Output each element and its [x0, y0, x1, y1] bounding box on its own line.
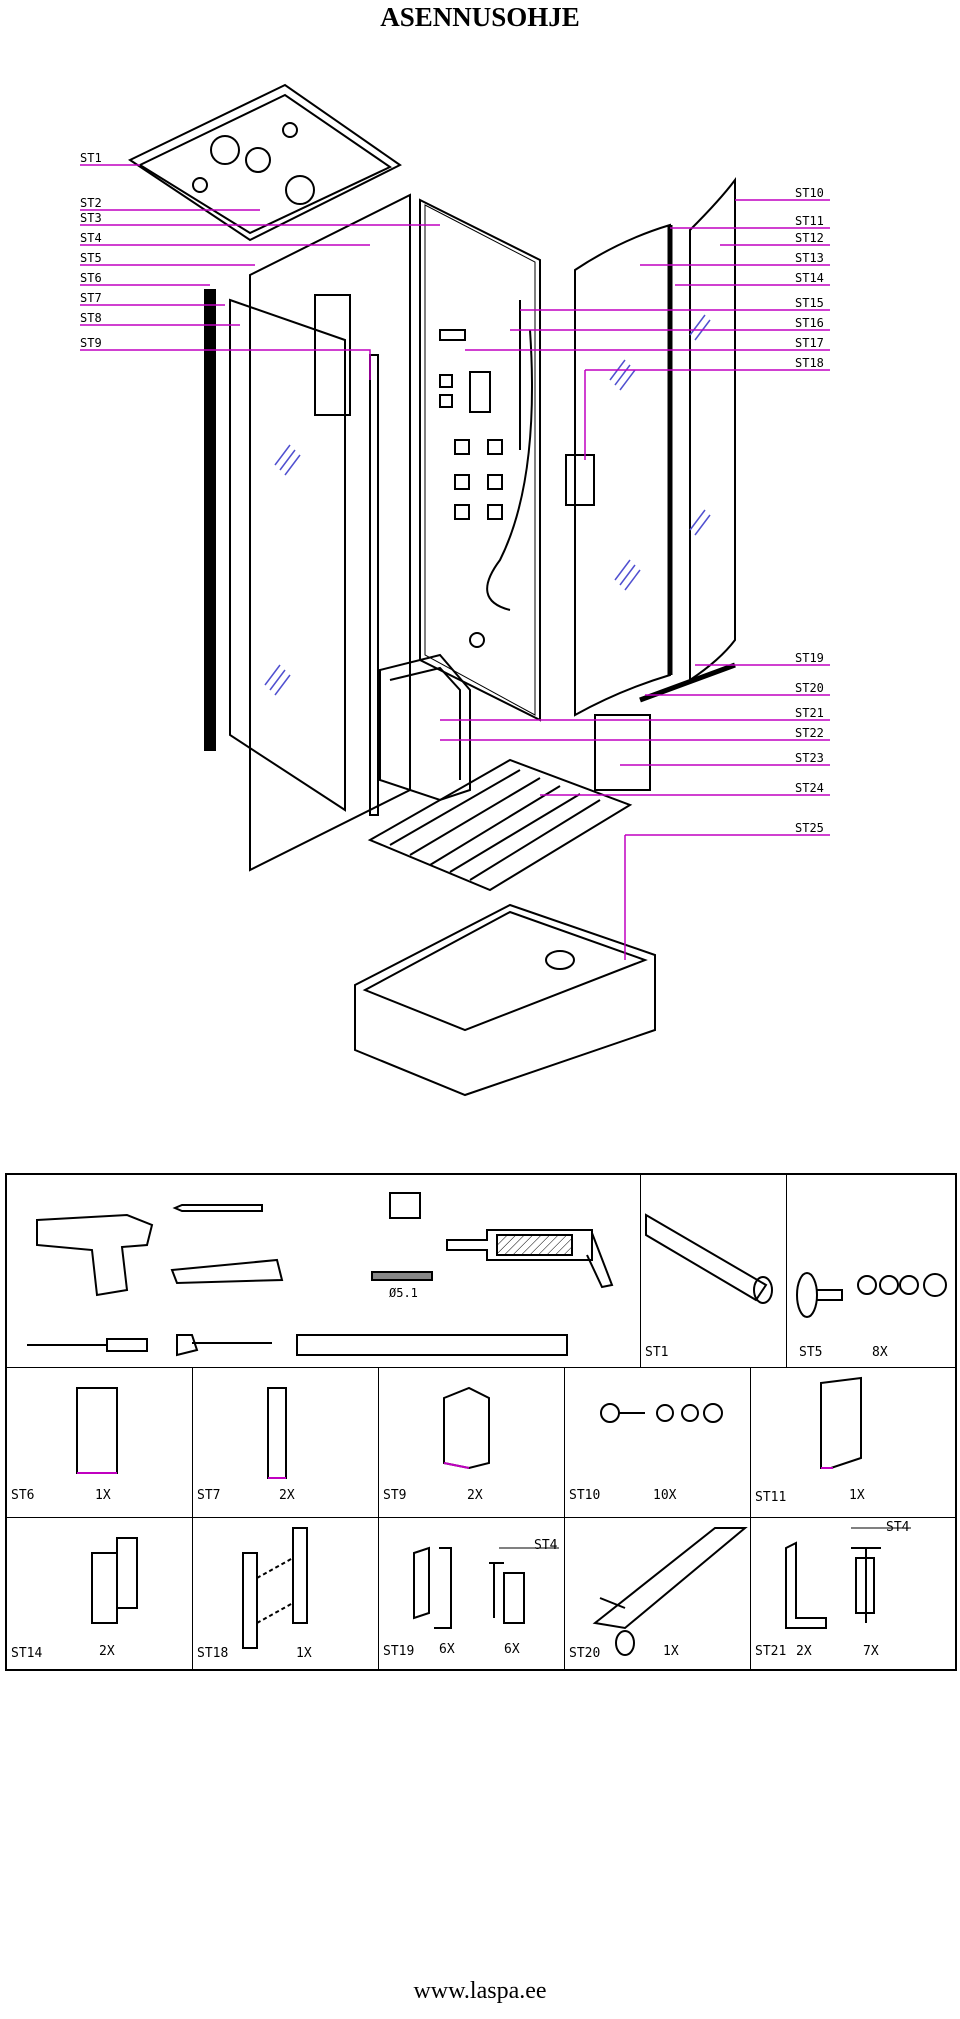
caulk-gun-icon	[446, 1229, 593, 1261]
diagram-label-st11: ST11	[795, 214, 824, 228]
part-code: ST14	[11, 1646, 43, 1661]
part-qty: 1X	[95, 1488, 111, 1503]
part-qty: 2X	[796, 1644, 812, 1659]
part-cell-st9: ST9 2X	[379, 1368, 565, 1518]
part-code: ST11	[755, 1490, 787, 1505]
tape-measure-icon	[389, 1192, 421, 1219]
diagram-label-st24: ST24	[795, 781, 824, 795]
part-cell-st19: ST4 ST19 6X 6X	[379, 1518, 565, 1669]
diagram-label-st3: ST3	[80, 211, 102, 225]
diagram-label-st5: ST5	[80, 251, 102, 265]
diagram-label-st1: ST1	[80, 151, 102, 165]
part-cell-st18: ST18 1X	[193, 1518, 379, 1669]
part-cell-st11: ST11 1X	[751, 1368, 957, 1518]
part-code: ST7	[197, 1488, 221, 1503]
diagram-label-st6: ST6	[80, 271, 102, 285]
part-cell-st6: ST6 1X	[7, 1368, 193, 1518]
diagram-label-st16: ST16	[795, 316, 824, 330]
page-title: ASENNUSOHJE	[380, 2, 580, 32]
diagram-label-st20: ST20	[795, 681, 824, 695]
footer-url: www.laspa.ee	[413, 1978, 547, 2004]
diagram-label-st12: ST12	[795, 231, 824, 245]
diagram-label-st23: ST23	[795, 751, 824, 765]
parts-table: Ø5.1 ST1 ST5 8X ST6 1X ST7 2X ST9 2X ST1…	[5, 1173, 957, 1671]
screwdriver-icon	[27, 1338, 148, 1352]
part-qty: 6X	[439, 1642, 455, 1657]
part-code: ST9	[383, 1488, 407, 1503]
part-code: ST19	[383, 1644, 415, 1659]
part-cell-st5: ST5 8X	[787, 1175, 957, 1368]
part-code: ST21	[755, 1644, 787, 1659]
diagram-label-st15: ST15	[795, 296, 824, 310]
diagram-label-st19: ST19	[795, 651, 824, 665]
part-cell-st21: ST4 ST21 2X 7X	[751, 1518, 957, 1669]
part-qty: 2X	[467, 1488, 483, 1503]
diagram-label-st8: ST8	[80, 311, 102, 325]
diagram-label-st17: ST17	[795, 336, 824, 350]
part-ref: ST4	[534, 1538, 558, 1553]
part-cell-st7: ST7 2X	[193, 1368, 379, 1518]
part-qty: 1X	[663, 1644, 679, 1659]
part-code: ST18	[197, 1646, 229, 1661]
diagram-label-st13: ST13	[795, 251, 824, 265]
part-qty-2: 6X	[504, 1642, 520, 1657]
pencil-icon	[172, 1204, 263, 1212]
diagram-label-st14: ST14	[795, 271, 824, 285]
drill-icon	[36, 1213, 154, 1297]
diagram-label-st22: ST22	[795, 726, 824, 740]
part-qty: 10X	[653, 1488, 677, 1503]
part-code: ST1	[645, 1345, 669, 1360]
level-icon	[296, 1334, 568, 1356]
diagram-label-st2: ST2	[80, 196, 102, 210]
tools-cell: Ø5.1	[7, 1175, 641, 1368]
diagram-label-st7: ST7	[80, 291, 102, 305]
diagram-label-st4: ST4	[80, 231, 102, 245]
part-qty: 8X	[872, 1345, 888, 1360]
part-code: ST20	[569, 1646, 601, 1661]
part-qty: 2X	[99, 1644, 115, 1659]
part-qty: 1X	[849, 1488, 865, 1503]
part-code: ST5	[799, 1345, 823, 1360]
part-ref: ST4	[886, 1520, 910, 1535]
part-qty: 1X	[296, 1646, 312, 1661]
utility-knife-icon	[170, 1258, 284, 1285]
part-cell-st20: ST20 1X	[565, 1518, 751, 1669]
part-cell-st14: ST14 2X	[7, 1518, 193, 1669]
diagram-label-st21: ST21	[795, 706, 824, 720]
diagram-label-st25: ST25	[795, 821, 824, 835]
diagram-label-st18: ST18	[795, 356, 824, 370]
diagram-label-st10: ST10	[795, 186, 824, 200]
hammer-icon	[176, 1334, 272, 1357]
part-code: ST10	[569, 1488, 601, 1503]
drill-bit-icon	[371, 1271, 433, 1281]
diagram-label-st9: ST9	[80, 336, 102, 350]
drill-bit-size-label: Ø5.1	[389, 1286, 418, 1300]
part-cell-st10: ST10 10X	[565, 1368, 751, 1518]
part-qty: 2X	[279, 1488, 295, 1503]
part-qty-2: 7X	[863, 1644, 879, 1659]
part-cell-st1: ST1	[641, 1175, 787, 1368]
part-code: ST6	[11, 1488, 35, 1503]
